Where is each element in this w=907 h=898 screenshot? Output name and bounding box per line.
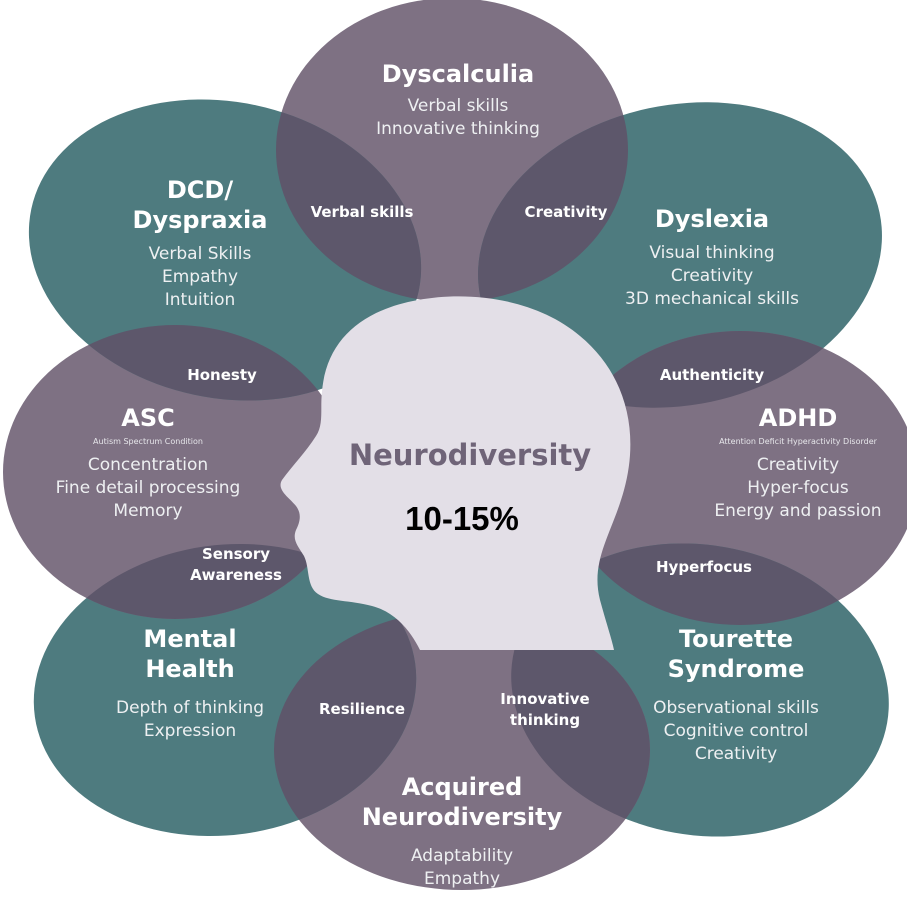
dyscalculia-strength: Verbal skills — [407, 96, 509, 116]
tourette-title: Syndrome — [667, 655, 805, 683]
acquired-title: Acquired — [401, 773, 523, 801]
acquired-title: Neurodiversity — [361, 803, 563, 831]
adhd-strength: Creativity — [756, 455, 840, 475]
asc-strength: Memory — [113, 501, 183, 521]
shared-hyperfocus: Hyperfocus — [656, 558, 752, 576]
shared-sensory-awareness: Awareness — [190, 566, 282, 584]
acquired-strength: Adaptability — [410, 846, 514, 866]
dyslexia-strength: 3D mechanical skills — [625, 289, 799, 309]
overlap-dyscalculia-dyslexia — [478, 102, 628, 302]
shared-innovative-thinking: thinking — [509, 711, 581, 729]
center-stat: 10-15% — [405, 500, 519, 537]
dyscalculia-title: Dyscalculia — [381, 60, 535, 88]
shared-honesty: Honesty — [187, 366, 257, 384]
tourette-title: Tourette — [678, 625, 794, 653]
dcd-strength: Verbal Skills — [148, 244, 252, 264]
asc-subtitle: Autism Spectrum Condition — [93, 437, 203, 446]
shared-creativity: Creativity — [524, 203, 608, 221]
shared-verbal-skills: Verbal skills — [310, 203, 414, 221]
adhd-strength: Hyper-focus — [747, 478, 849, 498]
mental-health-title: Health — [145, 655, 235, 683]
center-title: Neurodiversity — [348, 438, 592, 472]
tourette-strength: Creativity — [694, 744, 778, 764]
adhd-strength: Energy and passion — [714, 501, 882, 521]
dcd-title: DCD/ — [166, 176, 234, 204]
shared-sensory-awareness: Sensory — [201, 545, 271, 563]
asc-strength: Fine detail processing — [55, 478, 241, 498]
acquired-strength: Empathy — [423, 869, 501, 889]
shared-resilience: Resilience — [319, 700, 405, 718]
adhd-title: ADHD — [758, 404, 838, 432]
dcd-strength: Intuition — [164, 290, 236, 310]
asc-strength: Concentration — [87, 455, 209, 475]
head-silhouette — [280, 296, 631, 650]
shared-innovative-thinking: Innovative — [500, 690, 590, 708]
mental-health-strength: Depth of thinking — [115, 698, 265, 718]
tourette-strength: Cognitive control — [663, 721, 809, 741]
mental-health-title: Mental — [143, 625, 237, 653]
mental-health-strength: Expression — [143, 721, 237, 741]
shared-authenticity: Authenticity — [659, 366, 765, 384]
dcd-title: Dyspraxia — [132, 206, 268, 234]
dcd-strength: Empathy — [161, 267, 239, 287]
adhd-subtitle: Attention Deficit Hyperactivity Disorder — [719, 437, 877, 446]
asc-title: ASC — [121, 404, 175, 432]
tourette-strength: Observational skills — [653, 698, 819, 718]
dyscalculia-strength: Innovative thinking — [376, 119, 540, 139]
dyslexia-strength: Visual thinking — [649, 243, 775, 263]
dyslexia-strength: Creativity — [670, 266, 754, 286]
dyslexia-title: Dyslexia — [654, 205, 770, 233]
